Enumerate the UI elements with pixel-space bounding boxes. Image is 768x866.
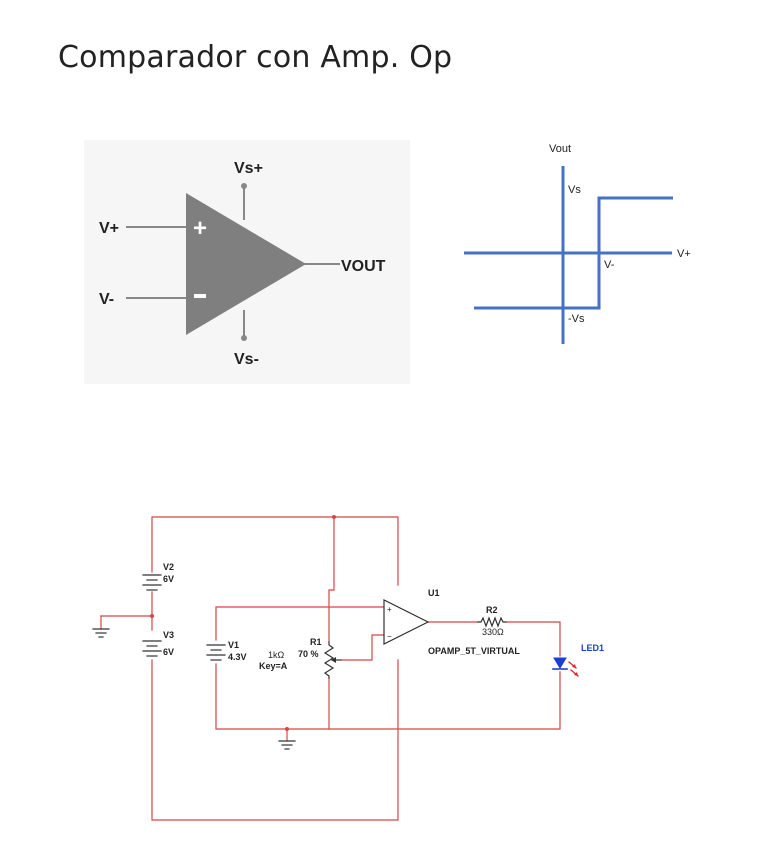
comparator-transfer-curve bbox=[474, 196, 673, 310]
schematic-wires bbox=[100, 516, 561, 821]
wire-wiper-inv bbox=[340, 634, 385, 661]
junction-gnd-left bbox=[150, 614, 154, 618]
v2-name: V2 bbox=[163, 562, 174, 572]
v-plus-axis-label: V+ bbox=[677, 248, 691, 260]
opamp-symbol-diagram: + Vs+ Vs- V+ V- VOUT bbox=[84, 140, 410, 384]
transfer-characteristic-graph: Vout V+ Vs -Vs V- bbox=[464, 143, 691, 344]
r1-potentiometer-symbol bbox=[323, 641, 335, 679]
led1-ray-arrow-1 bbox=[572, 664, 576, 668]
v1-name: V1 bbox=[228, 640, 239, 650]
v-plus-label: V+ bbox=[99, 220, 119, 237]
v-minus-label: V- bbox=[99, 291, 114, 308]
led1-ray-arrow-2 bbox=[574, 672, 578, 676]
minus-vs-level-label: -Vs bbox=[568, 313, 585, 325]
opamp-plus-sign: + bbox=[193, 215, 207, 242]
junction-top bbox=[332, 515, 336, 519]
u1-plus-sign: + bbox=[387, 605, 392, 614]
wire-ground-bus bbox=[215, 663, 561, 730]
r2-value: 330Ω bbox=[482, 627, 504, 637]
r1-percent: 70 % bbox=[298, 649, 319, 659]
vout-label: VOUT bbox=[341, 258, 386, 275]
wire-r1-top bbox=[328, 516, 335, 643]
v3-value: 6V bbox=[163, 647, 174, 657]
opamp-triangle bbox=[186, 193, 306, 335]
r2-name: R2 bbox=[486, 605, 498, 615]
ground-left-icon bbox=[92, 628, 110, 638]
opamp-minus-sign bbox=[194, 294, 206, 298]
u1-model: OPAMP_5T_VIRTUAL bbox=[428, 646, 520, 656]
vs-minus-terminal bbox=[241, 335, 247, 341]
v1-value: 4.3V bbox=[228, 652, 247, 662]
v2-battery-symbol bbox=[142, 574, 162, 591]
ground-bottom-icon bbox=[278, 740, 296, 750]
vs-plus-label: Vs+ bbox=[234, 160, 263, 177]
r1-name: R1 bbox=[310, 637, 322, 647]
r1-wiper-arrow bbox=[331, 657, 336, 663]
led1-name: LED1 bbox=[581, 643, 604, 653]
vs-plus-terminal bbox=[241, 183, 247, 189]
r2-resistor-symbol bbox=[477, 616, 507, 628]
u1-opamp-symbol bbox=[383, 599, 430, 645]
threshold-label: V- bbox=[604, 259, 615, 271]
r1-key: Key=A bbox=[259, 661, 288, 671]
led1-symbol bbox=[553, 657, 567, 669]
wire-top-loop bbox=[151, 516, 399, 586]
vs-minus-label: Vs- bbox=[234, 351, 259, 368]
u1-name: U1 bbox=[428, 588, 440, 598]
v2-value: 6V bbox=[163, 574, 174, 584]
slide-title: Comparador con Amp. Op bbox=[58, 40, 453, 75]
wire-bottom-loop bbox=[151, 659, 399, 821]
wire-v1-noninv bbox=[215, 606, 385, 641]
comparator-schematic: V2 6V V3 6V V1 4.3V bbox=[92, 515, 604, 821]
v3-battery-symbol bbox=[142, 640, 162, 657]
junction-gnd-bottom bbox=[285, 727, 289, 731]
r1-value: 1kΩ bbox=[268, 650, 285, 660]
vs-level-label: Vs bbox=[568, 184, 581, 196]
wire-r2-led bbox=[505, 621, 561, 657]
v1-battery-symbol bbox=[206, 644, 226, 661]
u1-minus-sign: − bbox=[387, 632, 392, 641]
v3-name: V3 bbox=[163, 630, 174, 640]
vout-axis-label: Vout bbox=[549, 143, 571, 155]
